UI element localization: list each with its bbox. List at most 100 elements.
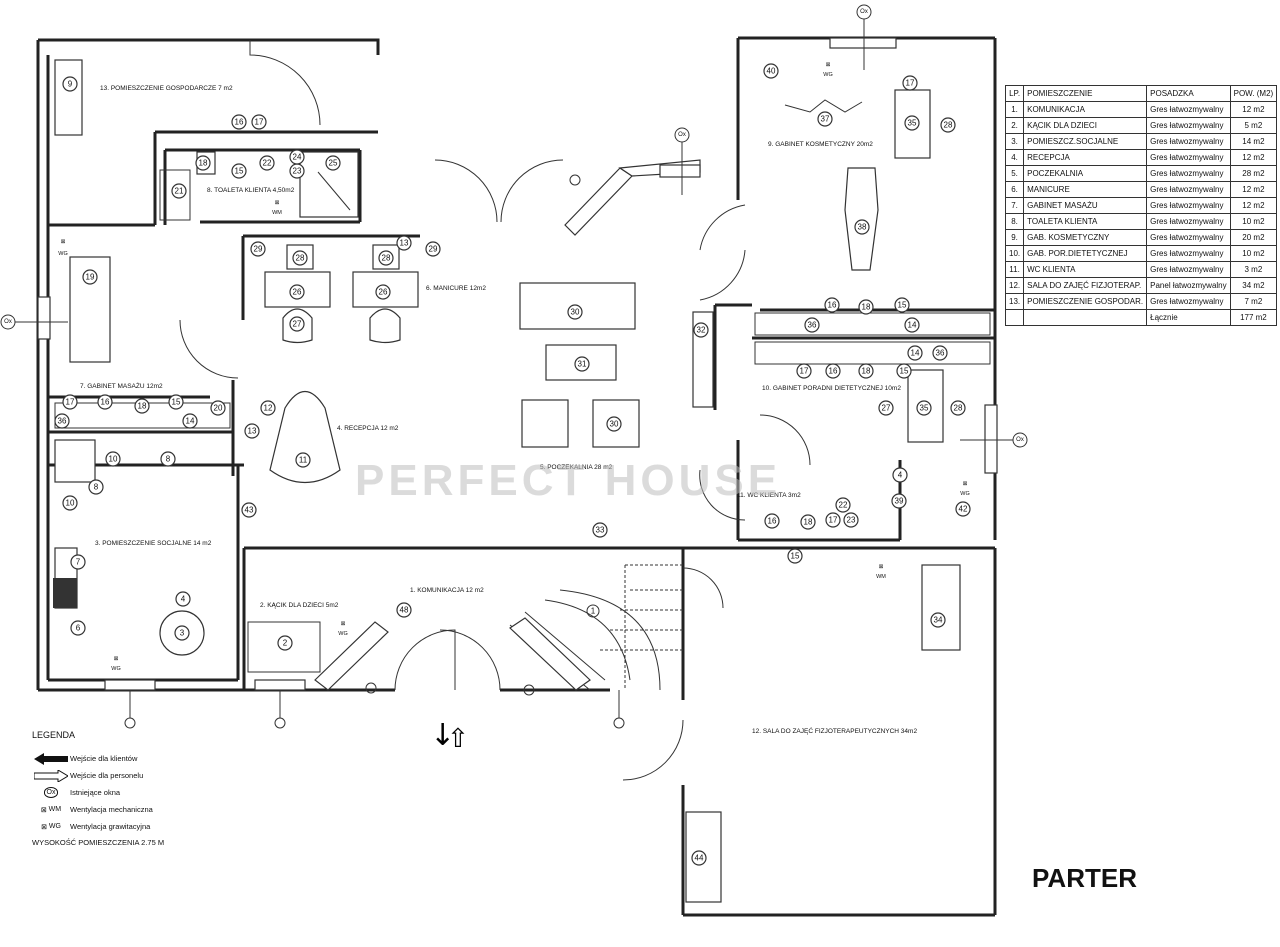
item-number-circle <box>904 317 920 333</box>
item-number-circle <box>854 219 870 235</box>
item-number: 31 <box>578 360 587 369</box>
item-number-circle <box>210 400 226 416</box>
item-number: 35 <box>908 119 917 128</box>
table-cell: WC KLIENTA <box>1023 261 1148 278</box>
room-label-12: 12. SALA DO ZAJĘĆ FIZJOTERAPEUTYCZNYCH 3… <box>752 726 917 735</box>
item-number: 11 <box>299 456 308 465</box>
item-number: 10 <box>66 499 75 508</box>
svg-text:WG: WG <box>823 72 832 78</box>
table-cell: GAB. KOSMETYCZNY <box>1023 229 1148 246</box>
item-number: 9 <box>68 80 73 89</box>
table-cell: 9. <box>1004 229 1025 246</box>
item-number-circle <box>70 554 86 570</box>
item-number: 29 <box>429 245 438 254</box>
item-number-circle <box>896 363 912 379</box>
item-number: 17 <box>66 398 75 407</box>
window-marker-icon: Ox <box>32 787 70 798</box>
item-number: 17 <box>255 118 264 127</box>
doors <box>179 40 811 781</box>
item-number: 14 <box>186 417 195 426</box>
item-number: 18 <box>199 159 208 168</box>
table-cell: 12. <box>1004 277 1025 294</box>
item-number: 17 <box>906 79 915 88</box>
table-cell: POMIESZCZ.SOCJALNE <box>1023 133 1148 150</box>
item-number: 13 <box>248 427 257 436</box>
walls <box>36 36 997 917</box>
room-label-3: 3. POMIESZCZENIE SOCJALNE 14 m2 <box>95 540 212 547</box>
item-number-circle <box>62 495 78 511</box>
table-cell: 12 m2 <box>1229 197 1278 214</box>
svg-text:Ox: Ox <box>678 132 686 138</box>
item-number-circle <box>825 512 841 528</box>
item-number: 38 <box>858 223 867 232</box>
table-cell: LP. <box>1004 85 1025 102</box>
item-number: 28 <box>296 254 305 263</box>
item-number: 40 <box>767 67 776 76</box>
item-number-circle <box>175 591 191 607</box>
svg-text:WG: WG <box>111 666 120 672</box>
height-note: WYSOKOŚĆ POMIESZCZENIA 2.75 M <box>32 838 165 847</box>
item-number: 33 <box>596 526 605 535</box>
table-cell: POCZEKALNIA <box>1023 165 1148 182</box>
item-number: 43 <box>245 506 254 515</box>
item-number-circle <box>693 322 709 338</box>
table-cell: 12 m2 <box>1229 181 1278 198</box>
svg-text:WM: WM <box>876 574 886 580</box>
legend-item-staff: Wejście dla personelu <box>32 767 153 784</box>
item-number-circle <box>940 117 956 133</box>
room-label-8: 8. TOALETA KLIENTA 4,50m2 <box>207 187 295 194</box>
item-number-circle <box>764 513 780 529</box>
svg-text:Ox: Ox <box>4 319 12 325</box>
legend-item-wg: ⊠ WG Wentylacja grawitacyjna <box>32 818 153 835</box>
item-number: 48 <box>400 606 409 615</box>
ventilation-marks: ⊠WG ⊠WM ⊠WG ⊠WG ⊠WM ⊠WG ⊠WG <box>58 62 969 672</box>
item-number-circle <box>325 155 341 171</box>
floor-title: PARTER <box>1032 863 1137 893</box>
svg-text:⊠: ⊠ <box>275 200 280 206</box>
item-number-circle <box>763 63 779 79</box>
item-number-circle <box>396 235 412 251</box>
item-number-circle <box>891 493 907 509</box>
item-number-circle <box>160 451 176 467</box>
item-number: 10 <box>109 455 118 464</box>
table-cell: Gres łatwozmywalny <box>1146 117 1231 134</box>
item-number-circle <box>231 114 247 130</box>
table-cell: Gres łatwozmywalny <box>1146 165 1231 182</box>
item-number-circle <box>892 467 908 483</box>
table-cell: 3 m2 <box>1229 261 1278 278</box>
arrow-right-outline-icon <box>32 769 70 782</box>
item-number-circle <box>804 317 820 333</box>
table-cell: Łącznie <box>1146 309 1231 326</box>
item-number-circle <box>277 635 293 651</box>
table-cell: 10. <box>1004 245 1025 262</box>
table-cell: 12 m2 <box>1229 101 1278 118</box>
item-number: 23 <box>293 167 302 176</box>
item-number: 18 <box>862 303 871 312</box>
item-number: 14 <box>911 349 920 358</box>
table-cell: Gres łatwozmywalny <box>1146 101 1231 118</box>
table-cell: KOMUNIKACJA <box>1023 101 1148 118</box>
item-number-circle <box>835 497 851 513</box>
item-number-circle <box>251 114 267 130</box>
item-number: 15 <box>172 398 181 407</box>
item-number-circle <box>105 451 121 467</box>
item-number: 16 <box>828 301 837 310</box>
room-label-9: 9. GABINET KOSMETYCZNY 20m2 <box>768 141 873 148</box>
item-number: 15 <box>898 301 907 310</box>
entrance-markers <box>124 174 625 729</box>
item-number-circle <box>916 400 932 416</box>
item-number-circle <box>174 625 190 641</box>
item-number: 16 <box>235 118 244 127</box>
item-number-circle <box>691 850 707 866</box>
item-number-circle <box>289 284 305 300</box>
item-number-circle <box>195 155 211 171</box>
svg-text:1: 1 <box>591 607 596 616</box>
